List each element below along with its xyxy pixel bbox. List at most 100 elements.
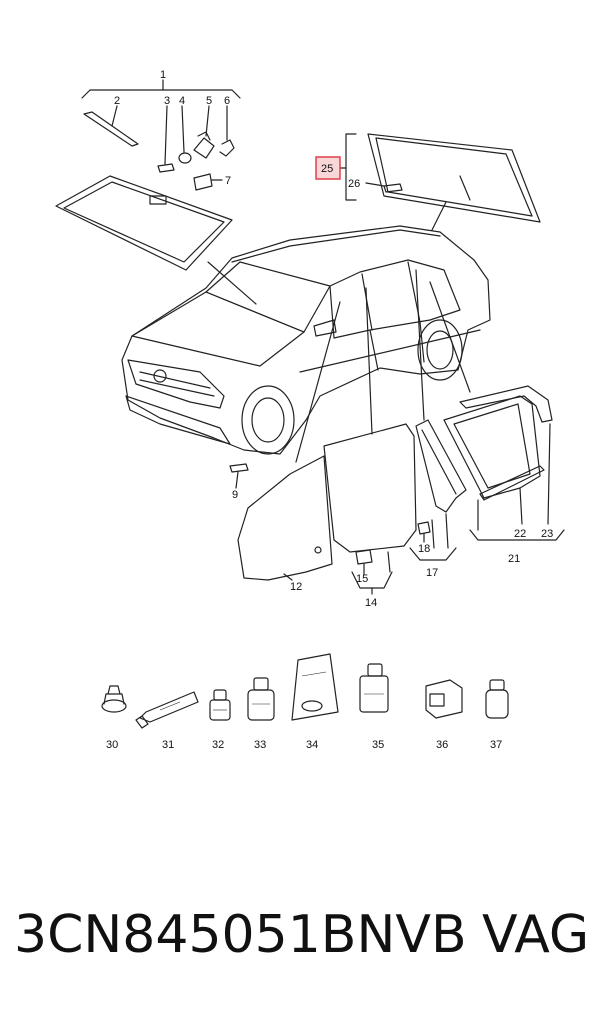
callout-36: 36 (436, 739, 448, 751)
callout-21: 21 (508, 553, 520, 565)
callout-32: 32 (212, 739, 224, 751)
car-bumper (125, 395, 231, 445)
rear-glass-inner (375, 137, 533, 217)
leader-9 (235, 471, 239, 489)
car-door-line (369, 321, 425, 371)
rear-wheel-rim (426, 330, 454, 370)
callout-33: 33 (254, 739, 266, 751)
callout-9: 9 (232, 489, 238, 501)
callout-31: 31 (162, 739, 174, 751)
part-21-inner (453, 403, 531, 489)
part-7-connector (193, 173, 213, 191)
part-12-front-door-glass (237, 455, 333, 581)
callout-12: 12 (290, 581, 302, 593)
callout-25-highlight (315, 156, 341, 180)
car-logo (153, 369, 167, 383)
windshield-inner (63, 181, 225, 263)
item-37-cap (489, 679, 505, 691)
leader-roof-rear (431, 201, 447, 231)
leader-12-label (283, 573, 293, 581)
callout-1: 1 (160, 69, 166, 81)
item-37-bottle (485, 689, 509, 719)
callout-35: 35 (372, 739, 384, 751)
leader-14-b (387, 551, 391, 573)
item-31-print (159, 701, 181, 711)
item-33-can (247, 689, 275, 721)
item-32-cap (213, 689, 227, 701)
callout-6: 6 (224, 95, 230, 107)
callout-2: 2 (114, 95, 120, 107)
rear-glass (367, 133, 541, 223)
callout-18: 18 (418, 543, 430, 555)
callout-3: 3 (164, 95, 170, 107)
item-34-print (301, 671, 327, 677)
callout-23: 23 (541, 528, 553, 540)
leader-12 (295, 301, 341, 463)
callout-22: 22 (514, 528, 526, 540)
part-21-quarter-glass (443, 395, 541, 499)
front-wheel (241, 385, 295, 455)
item-30-coil (101, 699, 127, 713)
leader-23 (547, 423, 551, 525)
callout-17: 17 (426, 567, 438, 579)
part-2-strip (83, 111, 139, 147)
windshield (55, 175, 233, 271)
bracket-25 (345, 133, 357, 201)
leader-4 (181, 105, 185, 153)
bracket-21 (469, 529, 565, 541)
item-36-box (425, 679, 463, 719)
part-26-pad (383, 183, 403, 193)
bracket-17 (409, 547, 457, 561)
car-side-windows (329, 259, 461, 339)
leader-21 (429, 281, 471, 393)
leader-2 (111, 105, 118, 127)
part-18-clip (417, 521, 431, 535)
leader-17-a (431, 519, 435, 549)
car-windshield-frame (205, 261, 331, 333)
item-31-tube (139, 691, 199, 723)
car-grille-bar-1 (139, 371, 211, 389)
car-hood (131, 291, 305, 367)
leader-rear-glass (459, 175, 471, 201)
leader-17-b (445, 513, 449, 549)
leader-windshield (207, 261, 257, 305)
car-grille-bar-2 (139, 379, 215, 397)
item-33-cap (253, 677, 269, 691)
part-9-pad (229, 463, 249, 473)
front-wheel-rim (251, 397, 285, 443)
callout-4: 4 (179, 95, 185, 107)
part-15-clip (355, 549, 373, 565)
leader-5 (205, 105, 210, 137)
car-mirror (313, 319, 337, 337)
item-30-coil-body (103, 685, 125, 705)
bracket-1 (81, 89, 241, 99)
callout-30: 30 (106, 739, 118, 751)
part-4-disc (178, 152, 192, 164)
leader-26 (365, 182, 385, 187)
part-23-seal (459, 385, 553, 423)
part-3-pad (157, 163, 175, 173)
part-22-strip (479, 465, 545, 501)
callout-7: 7 (225, 175, 231, 187)
part-12-hole (314, 546, 322, 554)
rear-wheel (417, 319, 463, 381)
part-17-inner (421, 429, 457, 495)
windshield-mirror-base (149, 195, 167, 205)
leader-17 (415, 269, 425, 421)
car-roof-line (231, 229, 441, 263)
part-6-clip (219, 139, 235, 157)
callout-34: 34 (306, 739, 318, 751)
callout-37: 37 (490, 739, 502, 751)
part-number: 3CN845051BNVB (14, 905, 467, 965)
callout-14: 14 (365, 597, 377, 609)
leader-14 (365, 287, 373, 435)
callout-15: 15 (356, 573, 368, 585)
car-grille (127, 359, 225, 409)
part-5-sensor (193, 131, 215, 159)
item-31-cap (135, 715, 149, 729)
item-35-cap (367, 663, 383, 677)
part-17-division-bar (415, 419, 467, 513)
callout-5: 5 (206, 95, 212, 107)
callout-25: 25 (321, 163, 333, 175)
